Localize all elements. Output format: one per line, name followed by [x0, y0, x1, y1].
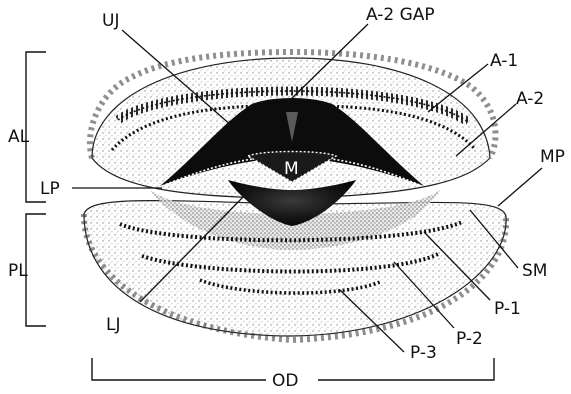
label-p1: P-1 — [494, 299, 521, 319]
label-m: M — [284, 159, 299, 179]
label-a2: A-2 — [516, 89, 544, 109]
label-mp: MP — [540, 147, 565, 167]
label-od: OD — [272, 371, 298, 391]
od-bracket-left — [92, 358, 266, 380]
label-uj: UJ — [102, 11, 119, 31]
pl-bracket — [26, 214, 46, 326]
label-p2: P-2 — [456, 329, 483, 349]
od-bracket-right — [318, 358, 494, 380]
label-a2-gap: A-2 GAP — [366, 5, 435, 25]
label-al: AL — [8, 127, 30, 147]
label-sm: SM — [522, 261, 547, 281]
mp-leader — [498, 168, 542, 206]
label-lj: LJ — [106, 315, 121, 335]
label-pl: PL — [8, 261, 28, 281]
label-lp: LP — [40, 179, 60, 199]
label-a1: A-1 — [490, 51, 518, 71]
label-p3: P-3 — [410, 343, 437, 363]
